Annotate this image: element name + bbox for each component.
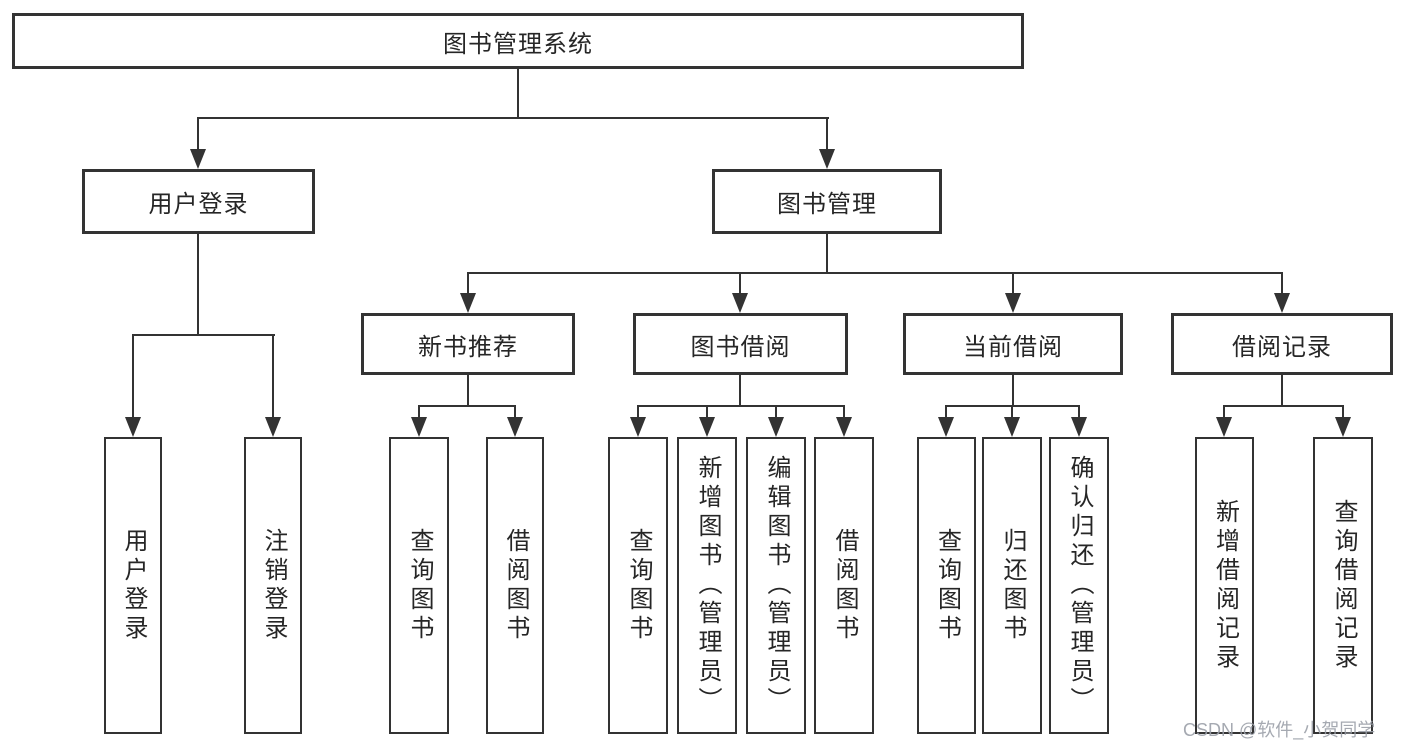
leaf-add-borrow-record-label: 新增借阅记录 bbox=[1211, 498, 1239, 673]
arrow-down-icon bbox=[1274, 293, 1290, 313]
leaf-query-book-current-label: 查询图书 bbox=[933, 527, 961, 644]
connector-vline bbox=[418, 405, 420, 419]
arrow-down-icon bbox=[819, 149, 835, 169]
leaf-add-borrow-record: 新增借阅记录 bbox=[1195, 437, 1254, 734]
arrow-down-icon bbox=[1004, 417, 1020, 437]
connector-vline bbox=[637, 405, 639, 419]
arrow-down-icon bbox=[768, 417, 784, 437]
node-book-management-label: 图书管理 bbox=[777, 191, 877, 218]
connector-vline bbox=[1012, 375, 1014, 407]
connector-hline bbox=[467, 272, 1283, 274]
arrow-down-icon bbox=[125, 417, 141, 437]
node-new-book-recommend-label: 新书推荐 bbox=[418, 333, 518, 361]
connector-vline bbox=[826, 117, 828, 151]
leaf-query-book-recommend-label: 查询图书 bbox=[406, 527, 433, 644]
leaf-borrow-book-recommend-label: 借阅图书 bbox=[502, 527, 529, 644]
connector-vline bbox=[775, 405, 777, 419]
leaf-borrow-book-borrow-label: 借阅图书 bbox=[831, 527, 858, 644]
connector-vline bbox=[945, 405, 947, 419]
leaf-return-book-label: 归还图书 bbox=[999, 527, 1026, 644]
connector-vline bbox=[197, 234, 199, 336]
node-system-root-label: 图书管理系统 bbox=[443, 30, 593, 58]
arrow-down-icon bbox=[630, 417, 646, 437]
connector-vline bbox=[826, 234, 828, 274]
leaf-user-login-label: 用户登录 bbox=[120, 527, 147, 644]
arrow-down-icon bbox=[1005, 293, 1021, 313]
arrow-down-icon bbox=[411, 417, 427, 437]
node-current-borrowing: 当前借阅 bbox=[903, 313, 1123, 375]
arrow-down-icon bbox=[1216, 417, 1232, 437]
connector-vline bbox=[514, 405, 516, 419]
connector-vline bbox=[272, 334, 274, 419]
leaf-query-book-recommend: 查询图书 bbox=[389, 437, 449, 734]
arrow-down-icon bbox=[1335, 417, 1351, 437]
leaf-query-book-borrow-label: 查询图书 bbox=[625, 527, 652, 644]
leaf-borrow-book-borrow: 借阅图书 bbox=[814, 437, 874, 734]
arrow-down-icon bbox=[507, 417, 523, 437]
node-user-login-label: 用户登录 bbox=[148, 191, 249, 218]
leaf-edit-book-admin: 编辑图书（管理员） bbox=[746, 437, 806, 734]
connector-vline bbox=[1223, 405, 1225, 419]
connector-vline bbox=[517, 69, 519, 119]
leaf-user-login: 用户登录 bbox=[104, 437, 162, 734]
leaf-confirm-return-admin-label: 确认归还（管理员） bbox=[1066, 455, 1093, 716]
arrow-down-icon bbox=[190, 149, 206, 169]
connector-vline bbox=[739, 272, 741, 295]
connector-vline bbox=[467, 375, 469, 407]
connector-vline bbox=[1342, 405, 1344, 419]
node-borrow-records-label: 借阅记录 bbox=[1232, 333, 1332, 361]
connector-vline bbox=[1281, 375, 1283, 407]
connector-vline bbox=[1012, 272, 1014, 295]
connector-hline bbox=[637, 405, 845, 407]
arrow-down-icon bbox=[699, 417, 715, 437]
arrow-down-icon bbox=[265, 417, 281, 437]
arrow-down-icon bbox=[836, 417, 852, 437]
leaf-add-book-admin-label: 新增图书（管理员） bbox=[694, 455, 721, 716]
connector-vline bbox=[1281, 272, 1283, 295]
arrow-down-icon bbox=[938, 417, 954, 437]
node-book-borrowing: 图书借阅 bbox=[633, 313, 848, 375]
connector-vline bbox=[1011, 405, 1013, 419]
connector-vline bbox=[843, 405, 845, 419]
connector-vline bbox=[739, 375, 741, 407]
leaf-query-book-current: 查询图书 bbox=[917, 437, 976, 734]
node-user-login: 用户登录 bbox=[82, 169, 315, 234]
connector-hline bbox=[132, 334, 275, 336]
leaf-logout-label: 注销登录 bbox=[260, 527, 287, 644]
arrow-down-icon bbox=[1071, 417, 1087, 437]
arrow-down-icon bbox=[732, 293, 748, 313]
leaf-confirm-return-admin: 确认归还（管理员） bbox=[1049, 437, 1109, 734]
connector-vline bbox=[706, 405, 708, 419]
arrow-down-icon bbox=[460, 293, 476, 313]
leaf-return-book: 归还图书 bbox=[982, 437, 1042, 734]
leaf-query-borrow-record-label: 查询借阅记录 bbox=[1330, 498, 1357, 673]
leaf-add-book-admin: 新增图书（管理员） bbox=[677, 437, 737, 734]
leaf-query-borrow-record: 查询借阅记录 bbox=[1313, 437, 1373, 734]
connector-vline bbox=[1078, 405, 1080, 419]
connector-hline bbox=[418, 405, 516, 407]
leaf-borrow-book-recommend: 借阅图书 bbox=[486, 437, 544, 734]
connector-hline bbox=[197, 117, 829, 119]
node-book-management: 图书管理 bbox=[712, 169, 942, 234]
connector-vline bbox=[467, 272, 469, 295]
node-system-root: 图书管理系统 bbox=[12, 13, 1024, 69]
node-new-book-recommend: 新书推荐 bbox=[361, 313, 575, 375]
leaf-query-book-borrow: 查询图书 bbox=[608, 437, 668, 734]
leaf-logout: 注销登录 bbox=[244, 437, 302, 734]
csdn-watermark: CSDN @软件_小贺同学 bbox=[1183, 720, 1376, 740]
leaf-edit-book-admin-label: 编辑图书（管理员） bbox=[763, 455, 790, 716]
node-book-borrowing-label: 图书借阅 bbox=[690, 333, 791, 361]
connector-vline bbox=[197, 117, 199, 151]
node-current-borrowing-label: 当前借阅 bbox=[963, 333, 1063, 361]
node-borrow-records: 借阅记录 bbox=[1171, 313, 1393, 375]
connector-hline bbox=[1223, 405, 1344, 407]
connector-vline bbox=[132, 334, 134, 419]
